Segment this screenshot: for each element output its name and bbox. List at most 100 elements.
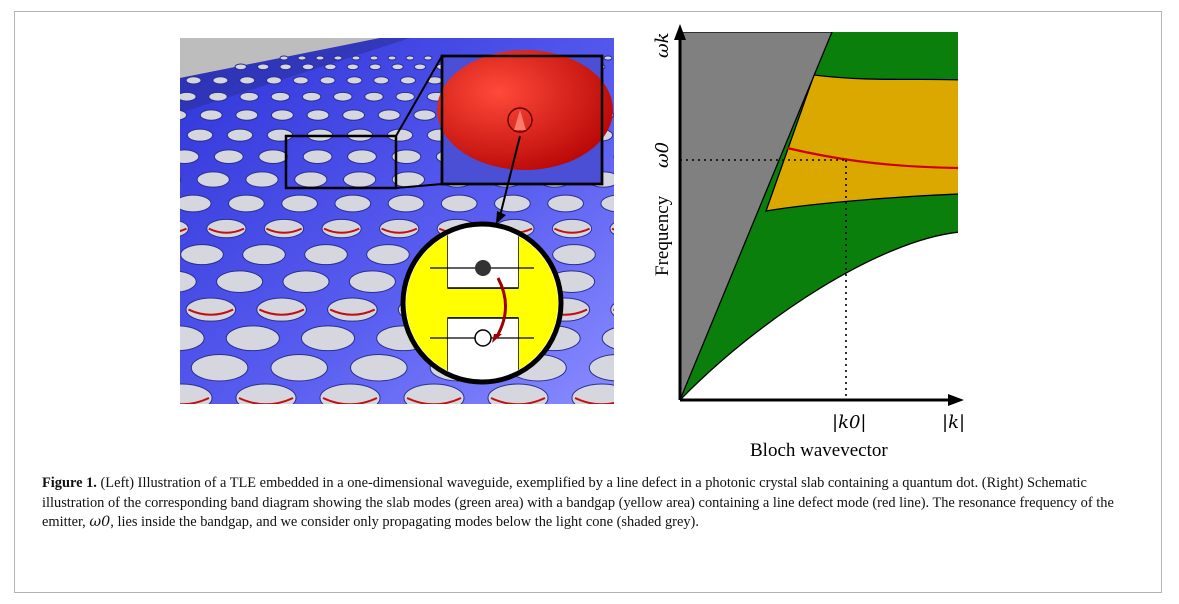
air-hole	[319, 76, 336, 85]
caption-text-b: , lies inside the bandgap, and we consid…	[110, 514, 699, 530]
air-hole	[294, 171, 328, 188]
defect-mode-stripe	[406, 397, 462, 404]
air-hole	[226, 128, 254, 142]
air-hole	[387, 55, 397, 61]
air-hole	[180, 176, 182, 183]
air-hole	[180, 325, 205, 352]
air-hole	[185, 76, 202, 85]
air-hole	[180, 149, 200, 164]
air-hole	[263, 218, 305, 239]
air-hole	[180, 383, 213, 404]
air-hole	[487, 383, 549, 404]
air-hole	[279, 63, 292, 71]
air-hole	[281, 194, 318, 213]
air-hole	[180, 270, 197, 293]
air-hole	[301, 63, 315, 71]
photonic-crystal-illustration	[180, 38, 614, 404]
air-hole	[552, 244, 596, 266]
x-axis-label: Bloch wavevector	[750, 440, 888, 461]
air-hole	[547, 194, 584, 213]
air-hole	[600, 194, 614, 213]
light-cone-region	[680, 32, 833, 400]
air-hole	[180, 194, 212, 213]
air-hole	[242, 244, 286, 266]
air-hole	[391, 63, 404, 71]
air-hole	[350, 354, 408, 382]
air-hole	[494, 194, 531, 213]
air-hole	[213, 149, 244, 164]
air-hole	[423, 55, 433, 61]
air-hole	[346, 63, 360, 71]
air-hole	[301, 91, 322, 102]
air-hole	[186, 128, 214, 142]
zoom-region-box	[284, 134, 398, 190]
air-hole	[373, 76, 390, 85]
air-hole	[304, 244, 348, 266]
air-hole	[342, 109, 366, 121]
air-hole	[228, 194, 265, 213]
air-hole	[366, 244, 410, 266]
air-hole	[225, 325, 280, 352]
air-hole	[300, 325, 356, 352]
defect-mode-stripe	[238, 397, 294, 404]
caption-math: ω0	[89, 514, 111, 530]
air-hole	[321, 218, 362, 239]
air-hole	[306, 109, 330, 121]
air-hole	[601, 327, 614, 350]
air-hole	[292, 76, 309, 85]
air-hole	[603, 55, 613, 61]
defect-mode-stripe	[553, 227, 591, 234]
y-top-label: ωk	[652, 32, 673, 58]
defect-mode-stripe	[180, 227, 187, 233]
defect-mode-stripe	[188, 308, 234, 316]
air-hole	[256, 63, 270, 71]
defect-mode-stripe	[323, 227, 360, 234]
air-hole	[413, 109, 437, 121]
air-hole	[185, 297, 237, 322]
defect-mode-stripe	[574, 397, 614, 404]
air-hole	[208, 91, 228, 102]
air-hole	[239, 91, 259, 102]
defect-mode-stripe	[208, 227, 245, 234]
air-hole	[258, 149, 289, 164]
air-hole	[333, 55, 343, 61]
defect-mode-stripe	[490, 397, 546, 404]
air-hole	[319, 383, 381, 404]
air-hole	[413, 63, 427, 71]
figure-frame	[14, 11, 1162, 593]
air-hole	[327, 297, 378, 322]
x-end-label: |k|	[942, 412, 965, 433]
air-hole	[377, 109, 401, 121]
defect-mode-stripe	[381, 227, 418, 234]
air-hole	[369, 55, 379, 61]
air-hole	[180, 91, 197, 102]
air-hole	[364, 91, 384, 102]
air-hole	[333, 91, 353, 102]
air-hole	[315, 55, 325, 61]
air-hole	[256, 297, 307, 322]
air-hole	[282, 270, 330, 293]
air-hole	[206, 218, 247, 239]
caption-text-a: (Left) Illustration of a TLE embedded in…	[42, 475, 1114, 530]
air-hole	[180, 109, 188, 121]
air-hole	[180, 244, 224, 266]
defect-mode-stripe	[329, 308, 376, 316]
air-hole	[297, 55, 307, 61]
air-hole	[235, 383, 297, 404]
air-hole	[302, 149, 333, 164]
air-hole	[334, 194, 372, 213]
air-hole	[551, 218, 593, 239]
defect-mode-line	[786, 146, 958, 170]
air-hole	[391, 149, 422, 164]
air-hole	[245, 171, 279, 188]
air-hole	[235, 109, 259, 121]
air-hole	[347, 149, 377, 164]
air-hole	[403, 383, 465, 404]
air-hole	[588, 354, 614, 382]
defect-hole	[437, 50, 613, 170]
air-hole	[348, 270, 396, 293]
air-hole	[212, 76, 229, 85]
x-mark-label: |k0|	[832, 412, 867, 433]
air-hole	[199, 109, 223, 121]
air-hole	[346, 76, 363, 85]
